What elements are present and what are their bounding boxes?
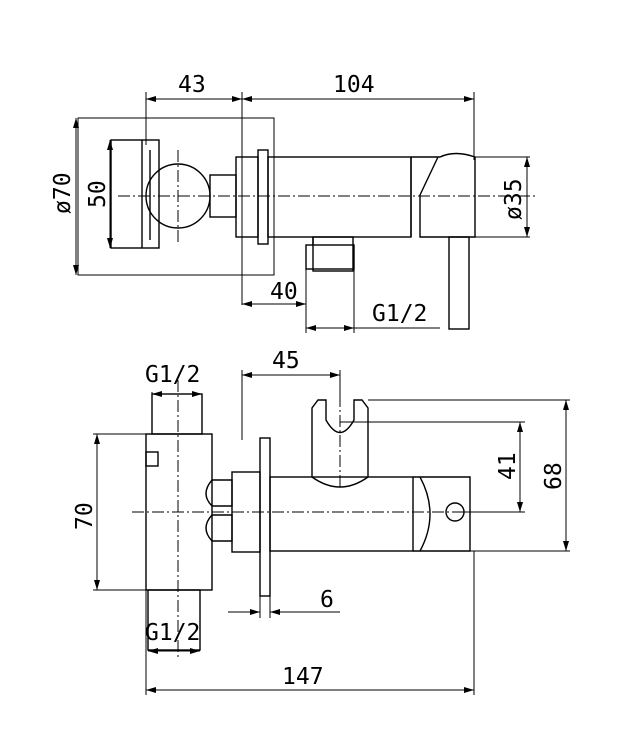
top-lever xyxy=(448,236,470,330)
dim-dia-70: ø70 xyxy=(50,172,76,214)
dim-70: 70 xyxy=(72,502,98,530)
dim-dia-35: ø35 xyxy=(501,178,527,220)
dim-50: 50 xyxy=(85,180,111,208)
dim-45: 45 xyxy=(272,348,300,374)
side-holder xyxy=(311,399,369,477)
top-barrel xyxy=(267,156,412,238)
top-inlet xyxy=(312,236,354,272)
top-mount-plate xyxy=(110,139,160,249)
side-flange xyxy=(259,437,271,597)
dim-68: 68 xyxy=(541,462,567,490)
dim-g12-top: G1/2 xyxy=(372,301,427,327)
side-view: G1/2 45 70 41 68 6 G1/2 147 xyxy=(72,348,570,695)
dim-41: 41 xyxy=(495,452,521,480)
dim-104: 104 xyxy=(333,72,375,98)
top-view: 43 104 ø70 50 ø35 40 G1/2 xyxy=(50,72,535,333)
dim-40: 40 xyxy=(270,279,298,305)
top-flange xyxy=(235,156,259,238)
dim-6: 6 xyxy=(320,587,334,613)
top-head xyxy=(411,152,476,238)
dim-43: 43 xyxy=(178,72,206,98)
side-barrel xyxy=(269,476,414,552)
side-head xyxy=(413,476,471,552)
dim-g12-upper: G1/2 xyxy=(145,362,200,388)
dim-g12-lower: G1/2 xyxy=(145,620,200,646)
dim-147: 147 xyxy=(282,664,324,690)
